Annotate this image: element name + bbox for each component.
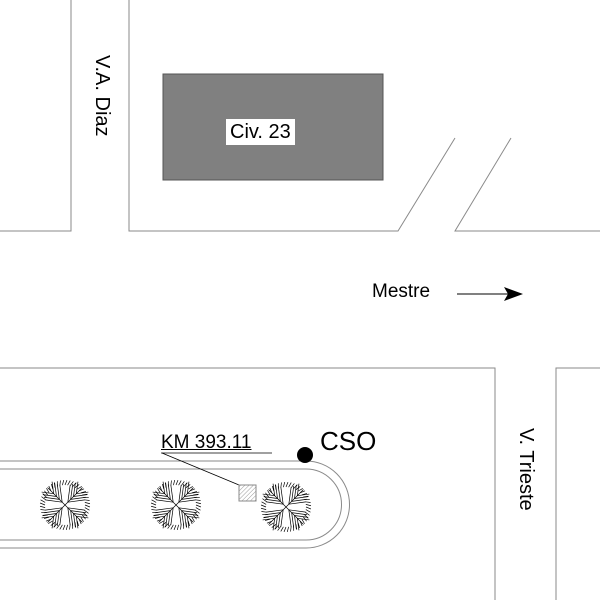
- median-outer: [0, 460, 350, 549]
- block-bottom-right: [555, 367, 600, 600]
- ramp-edge: [454, 137, 600, 232]
- km-marker-label: KM 393.11: [161, 432, 252, 453]
- km-marker-square: [238, 484, 257, 502]
- km-leader-line: [161, 452, 240, 486]
- direction-label: Mestre: [372, 281, 431, 302]
- street-label-v-trieste: V. Trieste: [515, 428, 537, 511]
- right-arrow-icon: [457, 287, 523, 301]
- cso-point[interactable]: [297, 447, 313, 463]
- street-label-va-diaz: V.A. Diaz: [91, 55, 113, 137]
- block-bottom-left: [0, 367, 496, 600]
- tree-icon: [150, 479, 202, 531]
- median-inner: [0, 468, 342, 541]
- block-top-right: [128, 0, 456, 232]
- block-top-left: [0, 0, 72, 232]
- cso-label: CSO: [320, 426, 377, 456]
- building-label: Civ. 23: [226, 119, 295, 145]
- tree-icon: [260, 481, 312, 533]
- tree-icon: [39, 479, 91, 531]
- trees-group: [39, 479, 312, 533]
